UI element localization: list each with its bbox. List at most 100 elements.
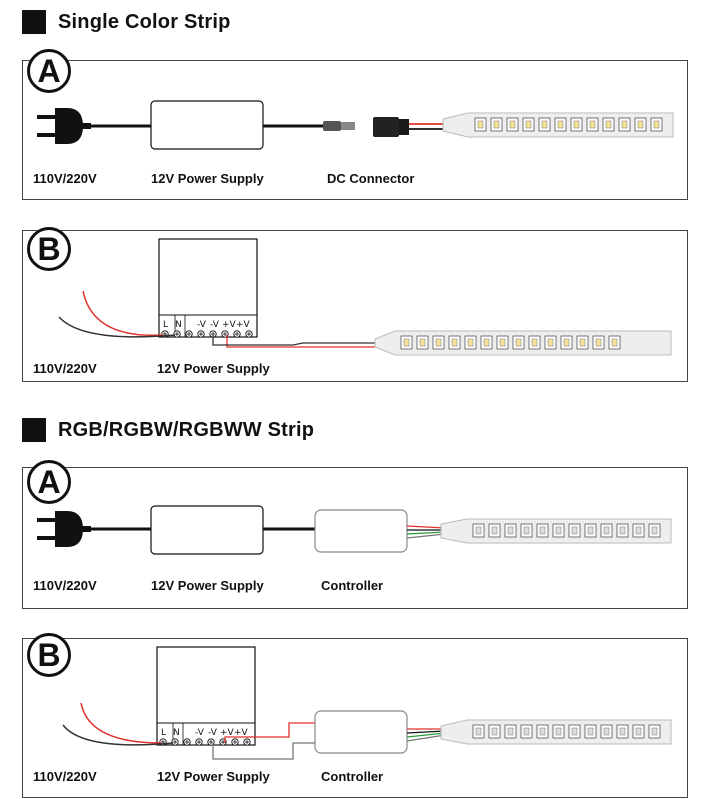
controller-box xyxy=(314,509,408,553)
led-chip-core xyxy=(475,727,482,736)
wiring-diagram: L N -V -V +V +V xyxy=(62,646,672,760)
terminal-l: L xyxy=(161,728,166,738)
led-chip-core xyxy=(523,526,530,535)
led-chip-core xyxy=(493,120,500,129)
led-chip-core xyxy=(477,120,484,129)
panel-badge-a: A xyxy=(27,49,71,93)
led-chip-core xyxy=(603,727,610,736)
led-chip-core xyxy=(483,338,490,347)
led-chip-core xyxy=(547,338,554,347)
led-chip-core xyxy=(507,526,514,535)
panel-badge-a: A xyxy=(27,460,71,504)
led-chip-core xyxy=(539,526,546,535)
panel-badge-b: B xyxy=(27,227,71,271)
section-title-single-color: Single Color Strip xyxy=(22,10,231,34)
power-supply-label: 12V Power Supply xyxy=(151,578,264,593)
led-chip-core xyxy=(653,120,660,129)
led-chip-core xyxy=(541,120,548,129)
led-chip-core xyxy=(579,338,586,347)
led-chip-core xyxy=(587,727,594,736)
led-chip-core xyxy=(619,526,626,535)
led-chip-core xyxy=(589,120,596,129)
section-title-rgb: RGB/RGBW/RGBWW Strip xyxy=(22,418,314,442)
led-chip-core xyxy=(531,338,538,347)
led-chip-core xyxy=(419,338,426,347)
led-chip-core xyxy=(467,338,474,347)
led-chip-core xyxy=(595,338,602,347)
section-bullet-icon xyxy=(22,418,46,442)
wiring-diagram xyxy=(37,100,674,150)
led-chip-core xyxy=(637,120,644,129)
led-chip-core xyxy=(525,120,532,129)
terminal-neg-1: -V xyxy=(197,320,207,330)
terminal-pos-1: +V xyxy=(222,320,237,330)
terminal-labels: L N -V -V +V +V xyxy=(163,320,251,330)
terminal-neg-2: -V xyxy=(208,728,218,738)
led-chip-core xyxy=(651,727,658,736)
power-supply-box xyxy=(150,100,264,150)
diagram-panel-single-b: L N -V -V +V +V B 110V/220V 12V Power Su… xyxy=(22,227,688,382)
controller-label: Controller xyxy=(321,769,384,784)
led-chip-core xyxy=(491,727,498,736)
led-chip-core xyxy=(403,338,410,347)
terminal-pos-2: +V xyxy=(234,728,249,738)
mains-label: 110V/220V xyxy=(33,769,97,784)
controller-box xyxy=(314,710,408,754)
led-chip-core xyxy=(491,526,498,535)
diagram-panel-rgb-b: L N -V -V +V +V B 110V/220V 12V Power Su… xyxy=(22,633,688,798)
led-chip-core xyxy=(555,526,562,535)
led-chip-core xyxy=(621,120,628,129)
led-chip-core xyxy=(611,338,618,347)
mains-label: 110V/220V xyxy=(33,171,97,186)
led-chip-core xyxy=(563,338,570,347)
led-chip-core xyxy=(571,727,578,736)
power-supply-box xyxy=(150,505,264,555)
led-chip-core xyxy=(635,727,642,736)
mains-label: 110V/220V xyxy=(33,578,97,593)
led-chip-core xyxy=(651,526,658,535)
led-chip-core xyxy=(451,338,458,347)
section-title-text: RGB/RGBW/RGBWW Strip xyxy=(58,418,315,441)
terminal-pos-1: +V xyxy=(220,728,235,738)
led-chip-core xyxy=(435,338,442,347)
led-chip-core xyxy=(555,727,562,736)
terminal-labels: L N -V -V +V +V xyxy=(161,728,249,738)
power-supply-label: 12V Power Supply xyxy=(157,769,270,784)
mains-label: 110V/220V xyxy=(33,361,97,376)
wiring-diagram: L N -V -V +V +V xyxy=(58,238,672,356)
led-chip-core xyxy=(557,120,564,129)
power-supply-label: 12V Power Supply xyxy=(151,171,264,186)
terminal-n: N xyxy=(175,320,182,330)
led-chip-core xyxy=(573,120,580,129)
terminal-n: N xyxy=(173,728,180,738)
led-chip-core xyxy=(619,727,626,736)
dc-plug-icon xyxy=(323,121,355,131)
led-chip-core xyxy=(475,526,482,535)
dc-connector-icon xyxy=(373,117,443,137)
led-chip-core xyxy=(539,727,546,736)
mains-plug-icon xyxy=(37,511,91,547)
diagram-panel-single-a: A 110V/220V 12V Power Supply DC Connecto… xyxy=(22,49,688,200)
panel-badge-b: B xyxy=(27,633,71,677)
led-chip-core xyxy=(603,526,610,535)
section-title-text: Single Color Strip xyxy=(58,10,231,33)
dc-connector-label: DC Connector xyxy=(327,171,415,186)
diagram-panel-rgb-a: A 110V/220V 12V Power Supply Controller xyxy=(22,460,688,609)
terminal-pos-2: +V xyxy=(236,320,251,330)
led-chip-core xyxy=(515,338,522,347)
led-chip-core xyxy=(507,727,514,736)
led-chip-core xyxy=(509,120,516,129)
controller-label: Controller xyxy=(321,578,384,593)
led-chip-core xyxy=(571,526,578,535)
terminal-neg-1: -V xyxy=(195,728,205,738)
power-supply-label: 12V Power Supply xyxy=(157,361,270,376)
led-chip-core xyxy=(523,727,530,736)
section-bullet-icon xyxy=(22,10,46,34)
wiring-diagram xyxy=(37,505,672,555)
led-chip-core xyxy=(605,120,612,129)
led-chip-core xyxy=(499,338,506,347)
terminal-l: L xyxy=(163,320,168,330)
power-supply-box xyxy=(156,646,256,746)
terminal-neg-2: -V xyxy=(210,320,220,330)
mains-plug-icon xyxy=(37,108,91,144)
